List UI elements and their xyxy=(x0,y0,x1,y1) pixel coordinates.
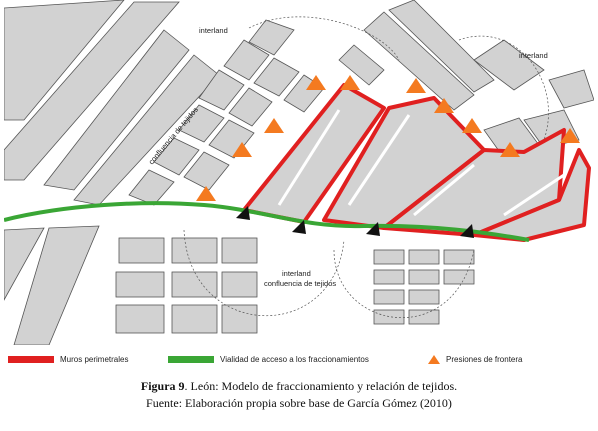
triangle-icon xyxy=(428,354,440,364)
road-swatch xyxy=(168,355,214,363)
frontier-pressures xyxy=(196,75,580,201)
legend-item-pressures: Presiones de frontera xyxy=(428,352,523,366)
label-interland-bottom: interland xyxy=(282,269,311,278)
label-confluencia-bottom: confluencia de tejidos xyxy=(264,279,336,288)
influence-circles xyxy=(183,16,549,318)
caption-source: Fuente: Elaboración propia sobre base de… xyxy=(146,396,452,410)
caption: Figura 9. León: Modelo de fraccionamient… xyxy=(0,378,598,412)
urban-diagram: interland interland confluencia de tejid… xyxy=(4,0,594,345)
city-blocks xyxy=(4,0,594,345)
legend-label-pressures: Presiones de frontera xyxy=(446,354,523,364)
legend: Muros perimetrales Vialidad de acceso a … xyxy=(8,352,588,366)
internal-streets xyxy=(277,109,565,217)
walls-swatch xyxy=(8,355,54,363)
caption-title-line: Figura 9. León: Modelo de fraccionamient… xyxy=(0,378,598,395)
label-interland-top: interland xyxy=(199,26,228,35)
caption-title: . León: Modelo de fraccionamiento y rela… xyxy=(184,379,458,393)
label-interland-right: interland xyxy=(519,51,548,60)
legend-item-walls: Muros perimetrales xyxy=(8,352,128,366)
access-arrows xyxy=(236,206,474,238)
legend-label-walls: Muros perimetrales xyxy=(60,354,129,364)
access-road xyxy=(4,201,530,242)
gated-subdivisions xyxy=(242,83,591,242)
legend-item-road: Vialidad de acceso a los fraccionamiento… xyxy=(168,352,369,366)
figure-label: Figura 9 xyxy=(140,379,185,393)
legend-label-road: Vialidad de acceso a los fraccionamiento… xyxy=(220,354,369,364)
